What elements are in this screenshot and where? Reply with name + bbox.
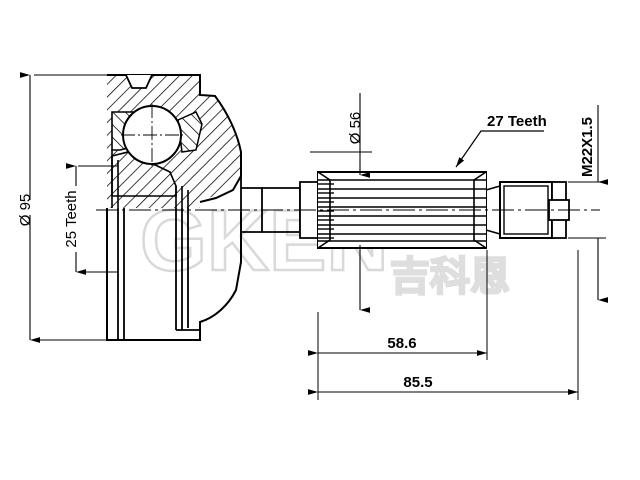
dim-label-shaft-diameter: Ø 56 xyxy=(347,112,364,145)
dim-inner-teeth: 25 Teeth xyxy=(63,163,118,275)
watermark-cjk: 吉科恩 xyxy=(390,254,510,300)
housing-outline-bottom xyxy=(106,208,242,341)
dim-label-length-total: 85.5 xyxy=(403,374,432,391)
dim-label-inner-teeth: 25 Teeth xyxy=(63,190,80,247)
dim-label-thread-spec: M22X1.5 xyxy=(579,117,596,177)
dim-shaft-diameter: Ø 56 xyxy=(310,93,372,313)
housing-groove-top xyxy=(125,74,153,89)
dim-label-length-partial: 58.6 xyxy=(387,335,416,352)
ball-bearing xyxy=(121,104,183,166)
dim-label-outer-diameter: Ø 95 xyxy=(17,194,34,227)
dim-length-partial: 58.6 xyxy=(308,250,488,400)
internal-bore-lines-top xyxy=(111,150,189,208)
dimension-annotations: Ø 95 25 Teeth Ø 56 27 Teeth xyxy=(17,72,608,400)
dim-label-outer-teeth: 27 Teeth xyxy=(487,113,547,130)
dim-length-total: 85.5 xyxy=(308,250,579,400)
dim-thread-spec: M22X1.5 xyxy=(568,105,608,303)
dim-outer-teeth: 27 Teeth xyxy=(455,113,547,168)
dim-outer-diameter: Ø 95 xyxy=(17,72,110,343)
part-geometry xyxy=(96,74,600,341)
